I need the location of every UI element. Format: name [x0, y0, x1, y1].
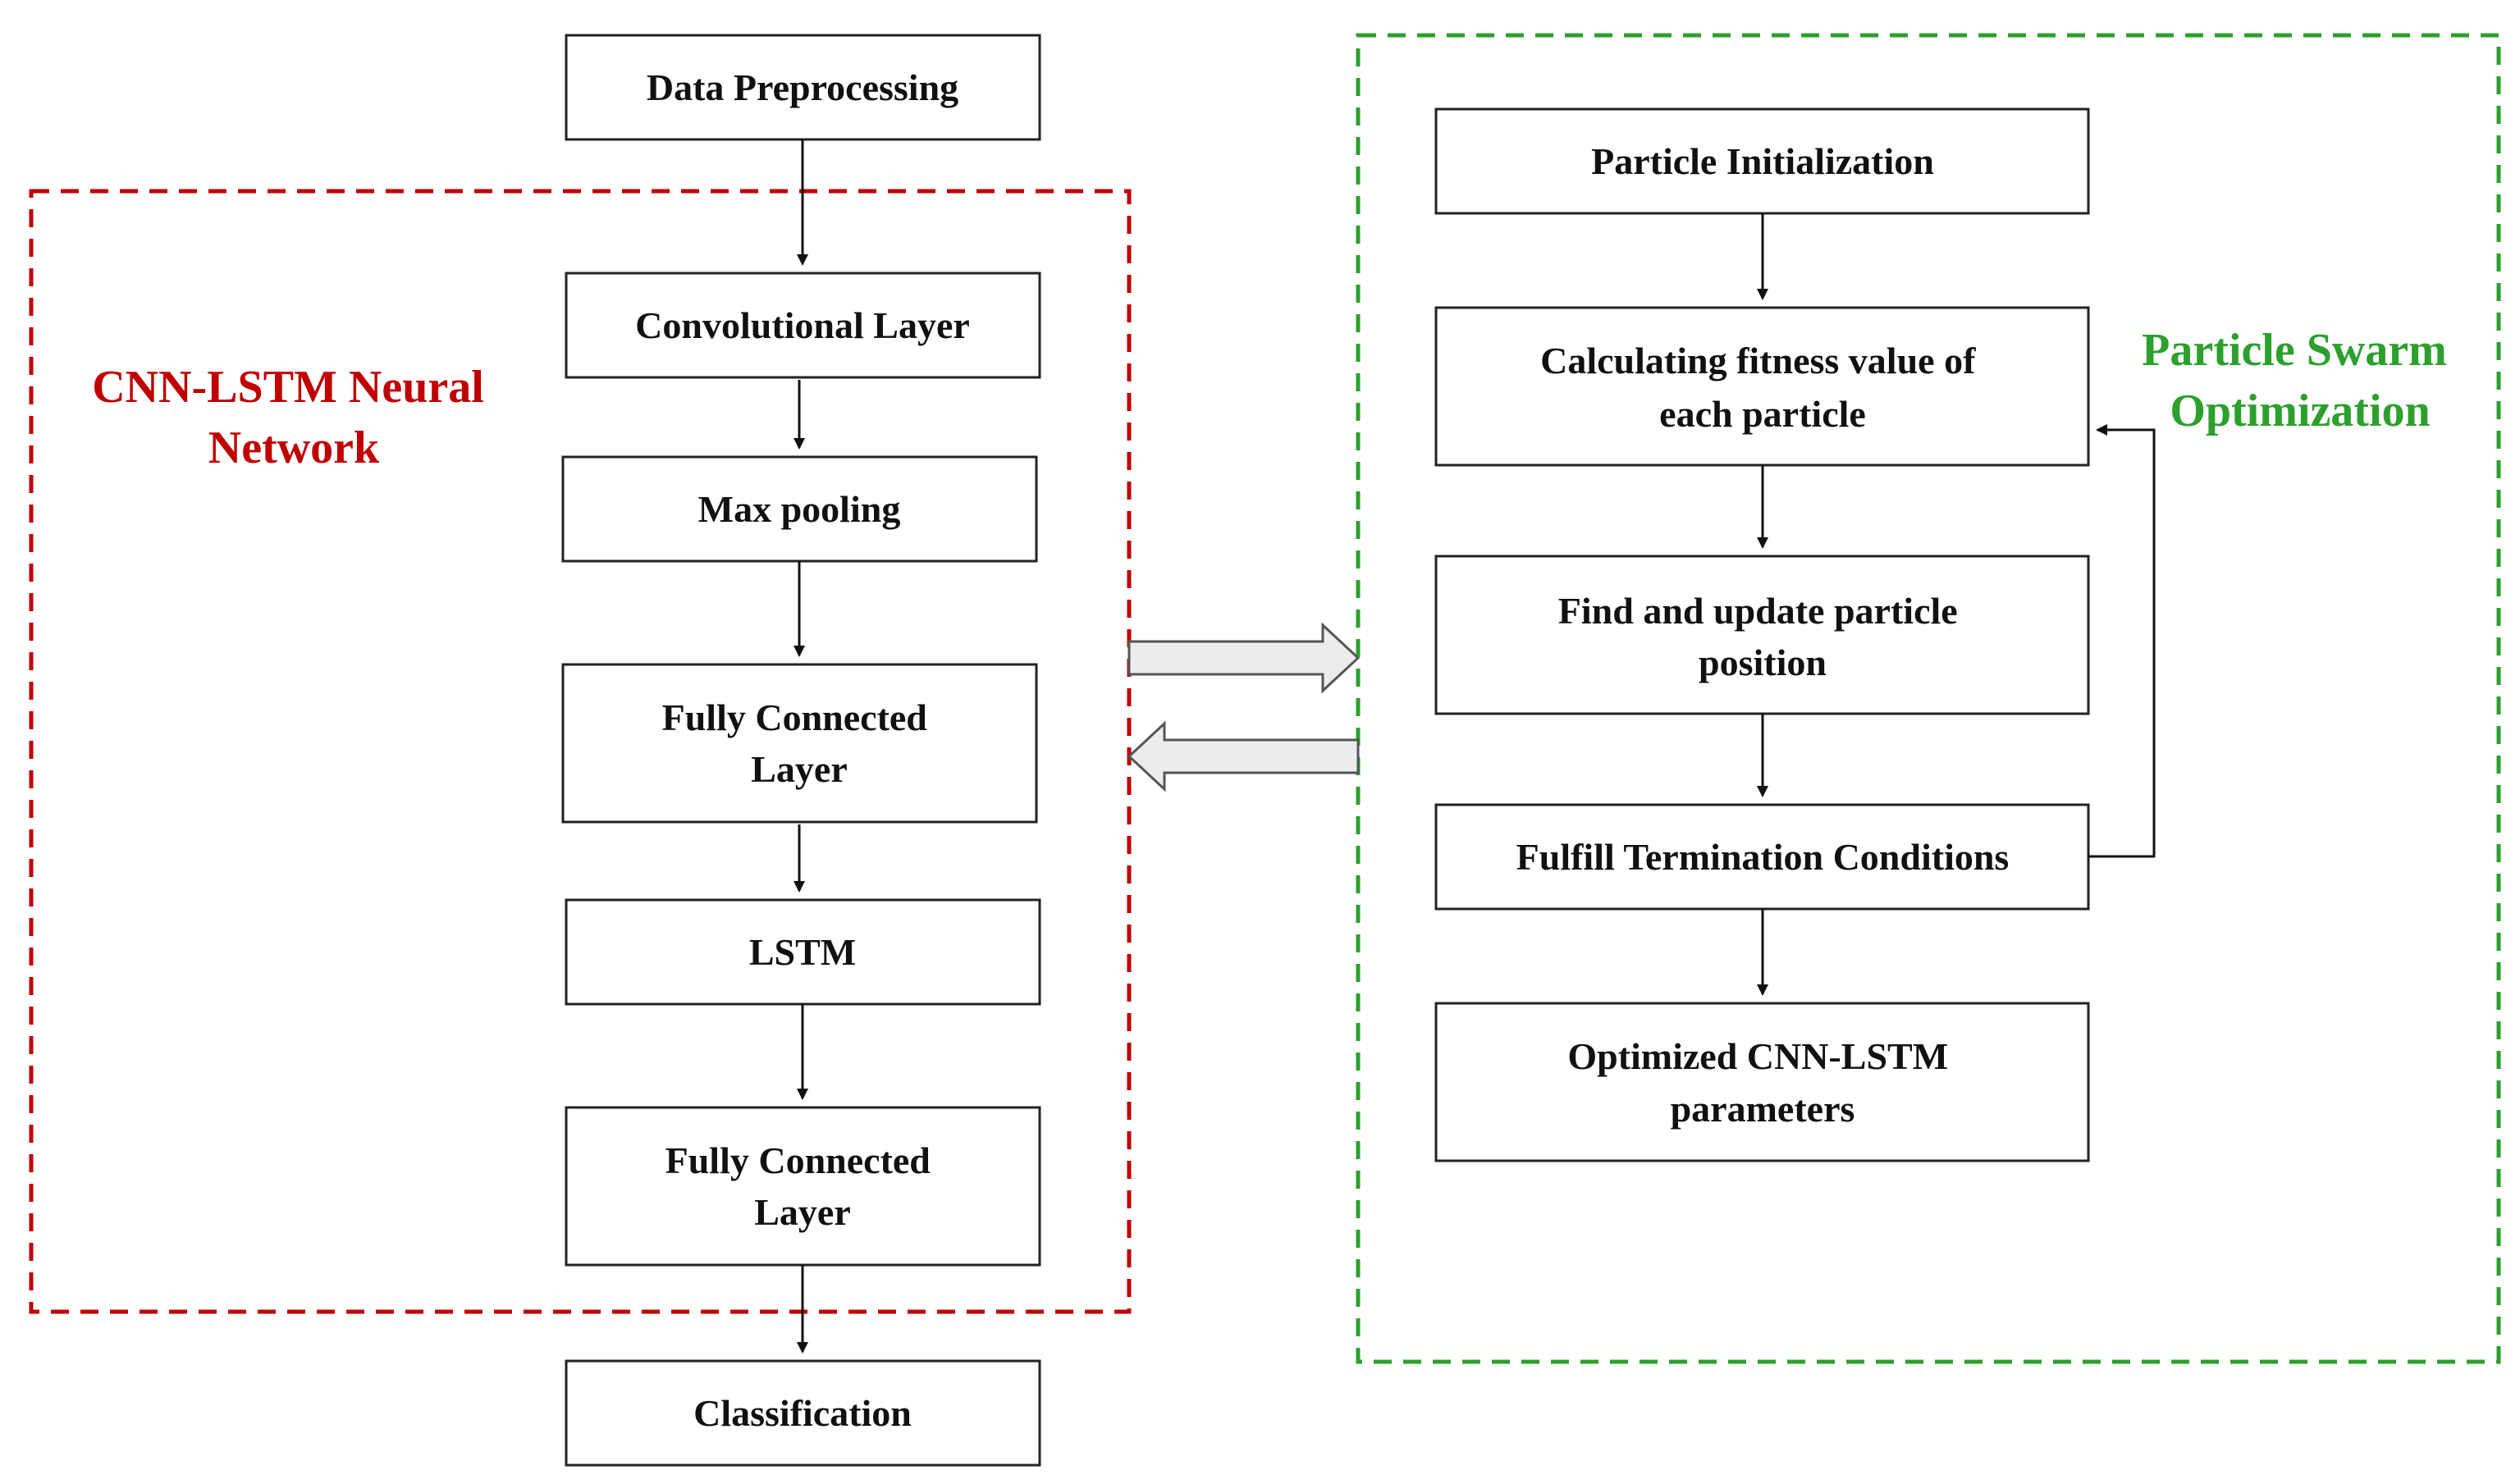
lstm-label: LSTM [749, 931, 856, 973]
optimized-parameters-box: Optimized CNN-LSTM parameters [1434, 1002, 2090, 1162]
optimized-parameters-label-line2: parameters [1671, 1088, 1855, 1130]
fully-connected-layer-2-label-line2: Layer [754, 1191, 851, 1233]
find-update-position-label-line2: position [1699, 642, 1827, 683]
svg-text:Fully Connected Layer: Fully Connected Layer [665, 1139, 940, 1233]
fully-connected-layer-1-label-line1: Fully Connected [662, 696, 928, 738]
classification-box: Classification [565, 1359, 1041, 1467]
max-pooling-label: Max pooling [698, 488, 901, 530]
max-pooling-box: Max pooling [561, 455, 1038, 563]
data-preprocessing-box: Data Preprocessing [565, 34, 1041, 141]
lstm-box: LSTM [565, 898, 1041, 1006]
svg-text:LSTM: LSTM [749, 931, 856, 973]
find-update-position-label-line1: Find and update particle [1558, 590, 1958, 632]
svg-text:Classification: Classification [693, 1392, 912, 1434]
convolutional-layer-box: Convolutional Layer [565, 272, 1041, 379]
classification-label: Classification [693, 1392, 912, 1434]
calculating-fitness-box: Calculating fitness value of each partic… [1434, 306, 2090, 467]
termination-conditions-label: Fulfill Termination Conditions [1516, 836, 2010, 878]
fully-connected-layer-1-label-line2: Layer [751, 748, 848, 790]
svg-text:Fulfill Termination Conditions: Fulfill Termination Conditions [1516, 836, 2010, 878]
svg-text:Calculating fitness value of: Calculating fitness value of each partic… [1540, 340, 1985, 435]
calculating-fitness-label-line2: each particle [1659, 393, 1866, 435]
find-update-position-box: Find and update particle position [1434, 555, 2090, 715]
fully-connected-layer-2-label-line1: Fully Connected [665, 1139, 931, 1181]
fully-connected-layer-1-box: Fully Connected Layer [561, 663, 1038, 824]
data-preprocessing-label: Data Preprocessing [647, 66, 958, 108]
pso-group-frame [1356, 33, 2501, 1364]
exchange-arrow-left [1127, 720, 1360, 792]
svg-text:Fully Connected Layer: Fully Connected Layer [662, 696, 937, 790]
optimized-parameters-label-line1: Optimized CNN-LSTM [1567, 1035, 1948, 1077]
pso-group-label: Particle Swarm Optimization [2142, 325, 2458, 436]
feedback-loop-arrow [2088, 424, 2156, 858]
svg-text:Optimized CNN-LSTM param: Optimized CNN-LSTM parameters [1567, 1035, 1957, 1130]
cnn-lstm-group-label: CNN-LSTM Neural Network [92, 362, 496, 473]
particle-initialization-label: Particle Initialization [1591, 140, 1934, 182]
svg-text:Data Preprocessing: Data Preprocessing [647, 66, 958, 108]
svg-text:Max pooling: Max pooling [698, 488, 901, 530]
convolutional-layer-label: Convolutional Layer [635, 304, 970, 346]
fully-connected-layer-2-box: Fully Connected Layer [565, 1106, 1041, 1267]
particle-initialization-box: Particle Initialization [1434, 107, 2090, 215]
svg-text:Particle Initialization: Particle Initialization [1591, 140, 1934, 182]
svg-text:Convolutional Layer: Convolutional Layer [635, 304, 970, 346]
calculating-fitness-label-line1: Calculating fitness value of [1540, 340, 1976, 381]
exchange-arrow-right [1127, 622, 1361, 694]
termination-conditions-box: Fulfill Termination Conditions [1434, 803, 2090, 911]
svg-text:Find and update particle: Find and update particle position [1558, 590, 1967, 683]
cnn-lstm-group-frame [29, 189, 1132, 1314]
